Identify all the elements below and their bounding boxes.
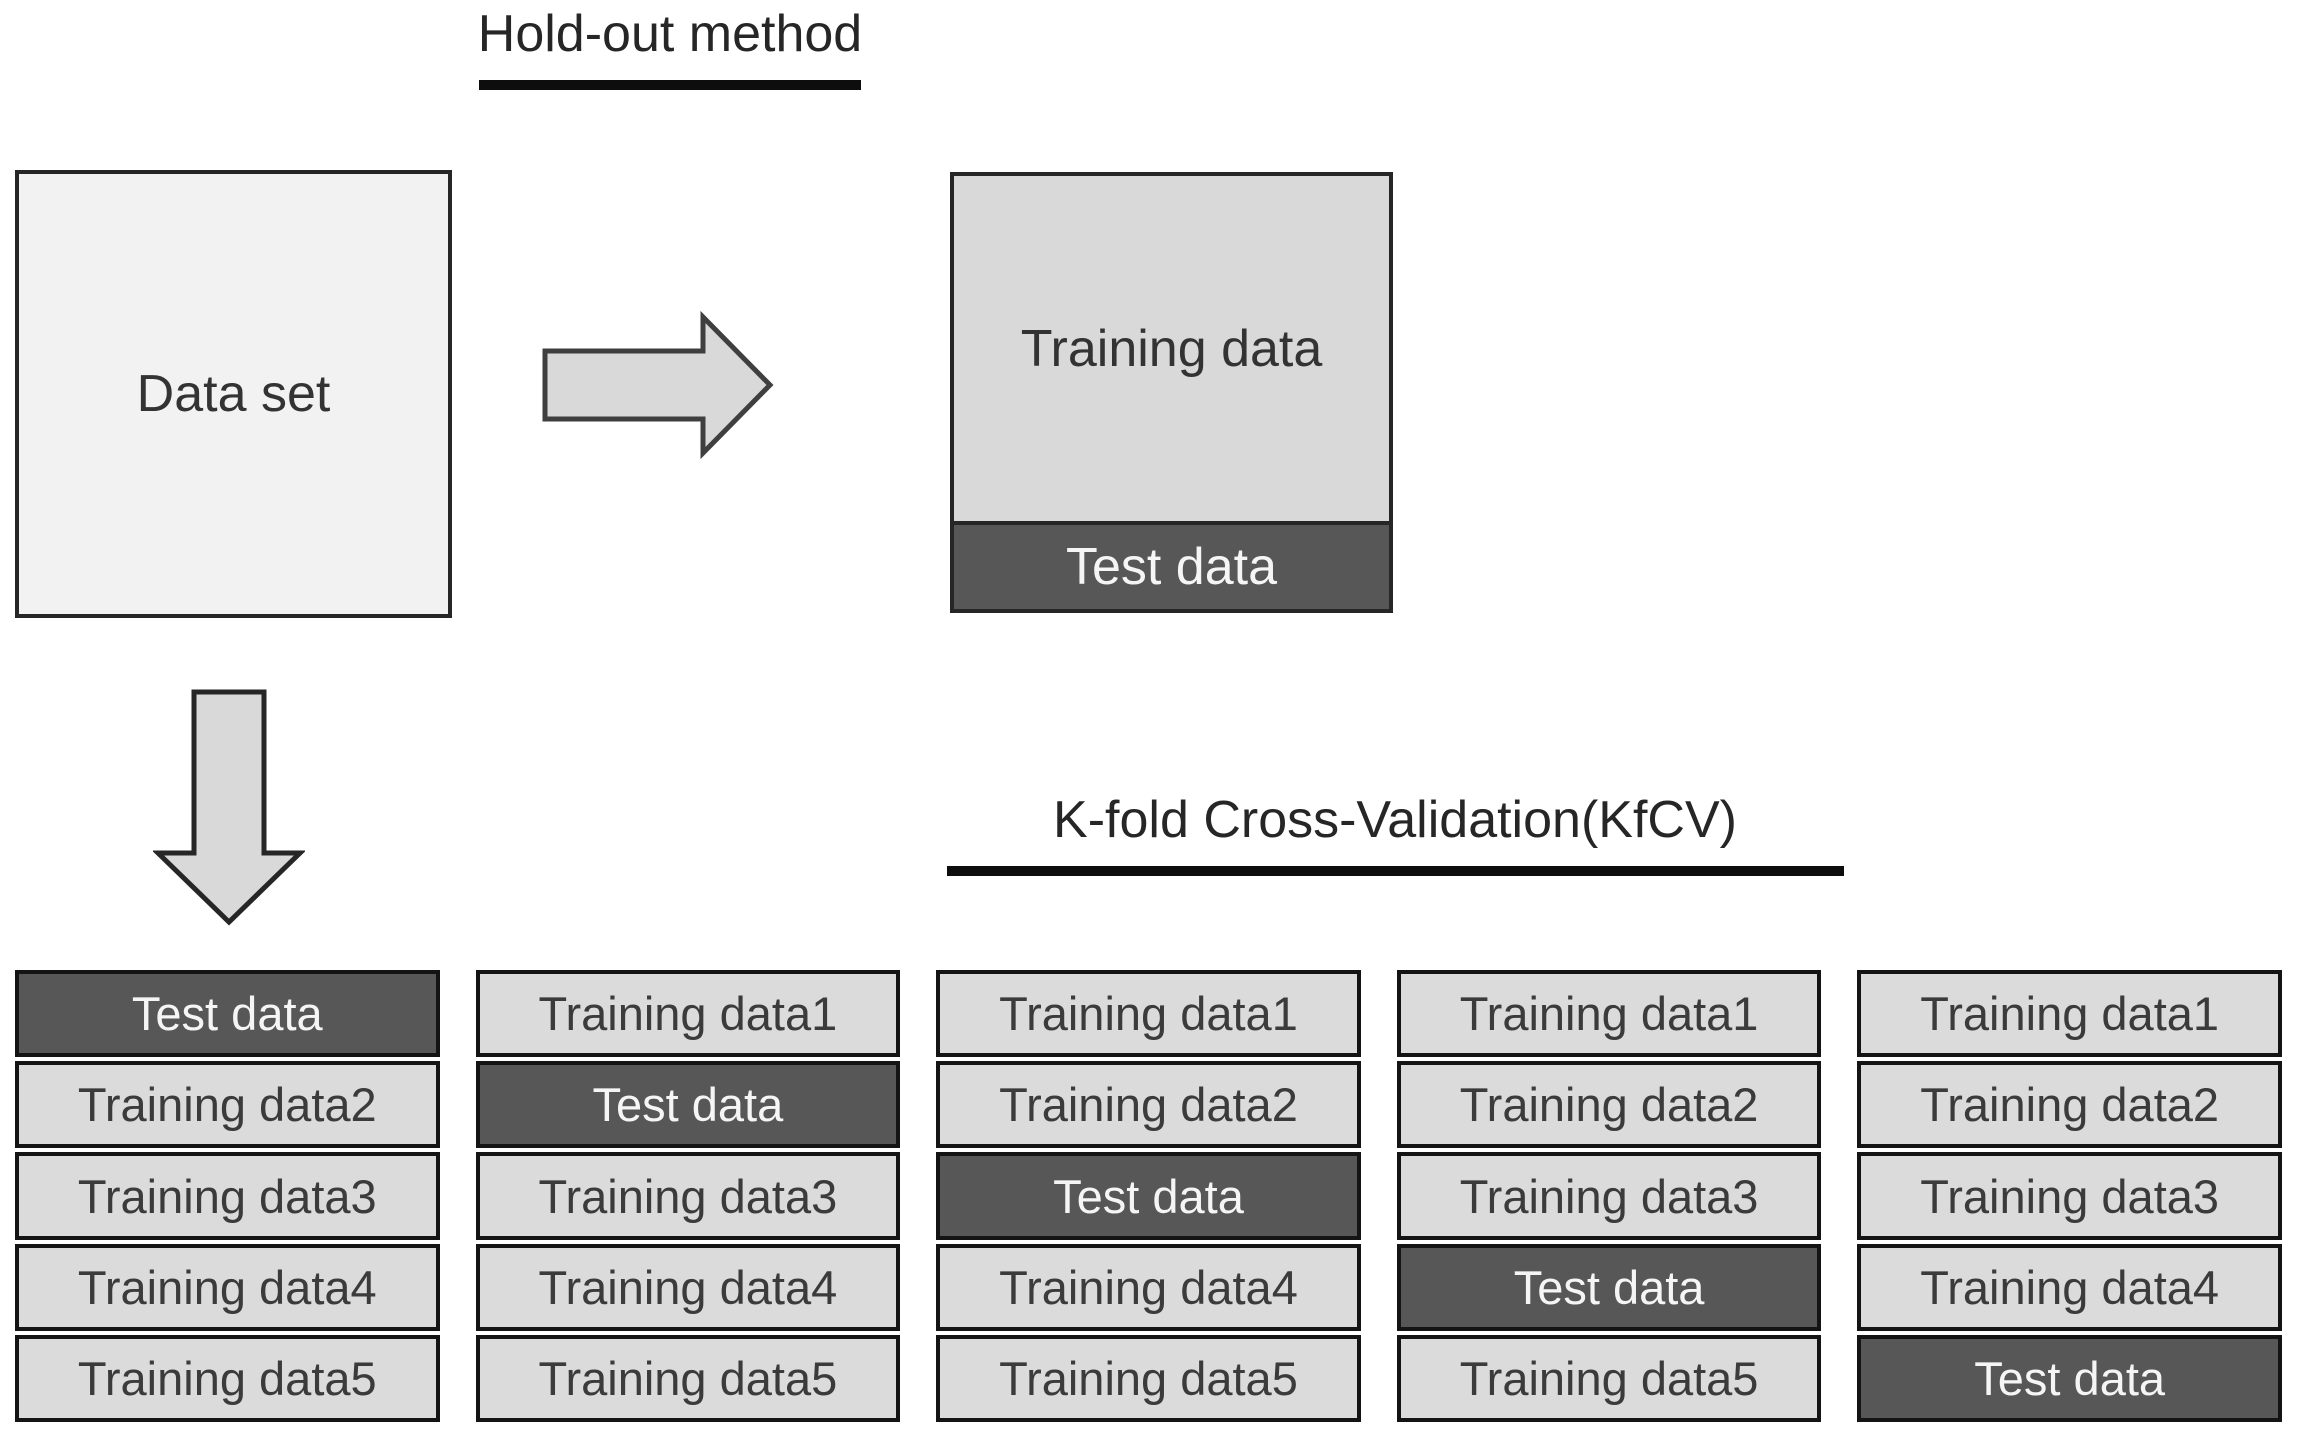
training-data-cell: Training data1 bbox=[475, 970, 901, 1058]
training-data-cell: Training data4 bbox=[936, 1243, 1361, 1331]
holdout-title: Hold-out method bbox=[350, 4, 990, 90]
holdout-test-label: Test data bbox=[1065, 538, 1278, 596]
training-data-cell: Training data3 bbox=[1396, 1152, 1822, 1240]
training-data-cell: Training data3 bbox=[1857, 1152, 2282, 1240]
holdout-split-box: Training data Test data bbox=[950, 172, 1393, 613]
training-data-cell: Training data2 bbox=[15, 1061, 440, 1149]
training-data-cell: Training data4 bbox=[15, 1243, 440, 1331]
kfcv-title-underline bbox=[946, 866, 1844, 876]
training-data-cell: Training data2 bbox=[1857, 1061, 2282, 1149]
kfcv-title: K-fold Cross-Validation(KfCV) bbox=[945, 790, 1845, 876]
holdout-title-underline bbox=[479, 80, 861, 90]
training-data-cell: Training data3 bbox=[475, 1152, 901, 1240]
holdout-test-area: Test data bbox=[954, 521, 1389, 609]
down-arrow-icon bbox=[153, 689, 305, 926]
training-data-cell: Training data5 bbox=[15, 1334, 440, 1423]
training-data-cell: Training data1 bbox=[1857, 970, 2282, 1058]
right-arrow-icon bbox=[542, 310, 774, 460]
kfcv-title-text: K-fold Cross-Validation(KfCV) bbox=[1053, 791, 1737, 849]
dataset-label: Data set bbox=[136, 365, 331, 423]
training-data-cell: Training data3 bbox=[15, 1152, 440, 1240]
holdout-training-label: Training data bbox=[1020, 319, 1323, 378]
training-data-cell: Training data5 bbox=[936, 1334, 1361, 1423]
dataset-box: Data set bbox=[15, 170, 452, 618]
test-data-cell: Test data bbox=[936, 1152, 1361, 1240]
training-data-cell: Training data1 bbox=[936, 970, 1361, 1058]
test-data-cell: Test data bbox=[1396, 1243, 1822, 1331]
training-data-cell: Training data5 bbox=[1396, 1334, 1822, 1423]
training-data-cell: Training data4 bbox=[475, 1243, 901, 1331]
holdout-title-text: Hold-out method bbox=[477, 5, 863, 63]
holdout-training-area: Training data bbox=[954, 176, 1389, 521]
training-data-cell: Training data2 bbox=[936, 1061, 1361, 1149]
test-data-cell: Test data bbox=[1857, 1334, 2282, 1423]
training-data-cell: Training data2 bbox=[1396, 1061, 1822, 1149]
test-data-cell: Test data bbox=[15, 970, 440, 1058]
training-data-cell: Training data4 bbox=[1857, 1243, 2282, 1331]
test-data-cell: Test data bbox=[475, 1061, 901, 1149]
training-data-cell: Training data5 bbox=[475, 1334, 901, 1423]
training-data-cell: Training data1 bbox=[1396, 970, 1822, 1058]
